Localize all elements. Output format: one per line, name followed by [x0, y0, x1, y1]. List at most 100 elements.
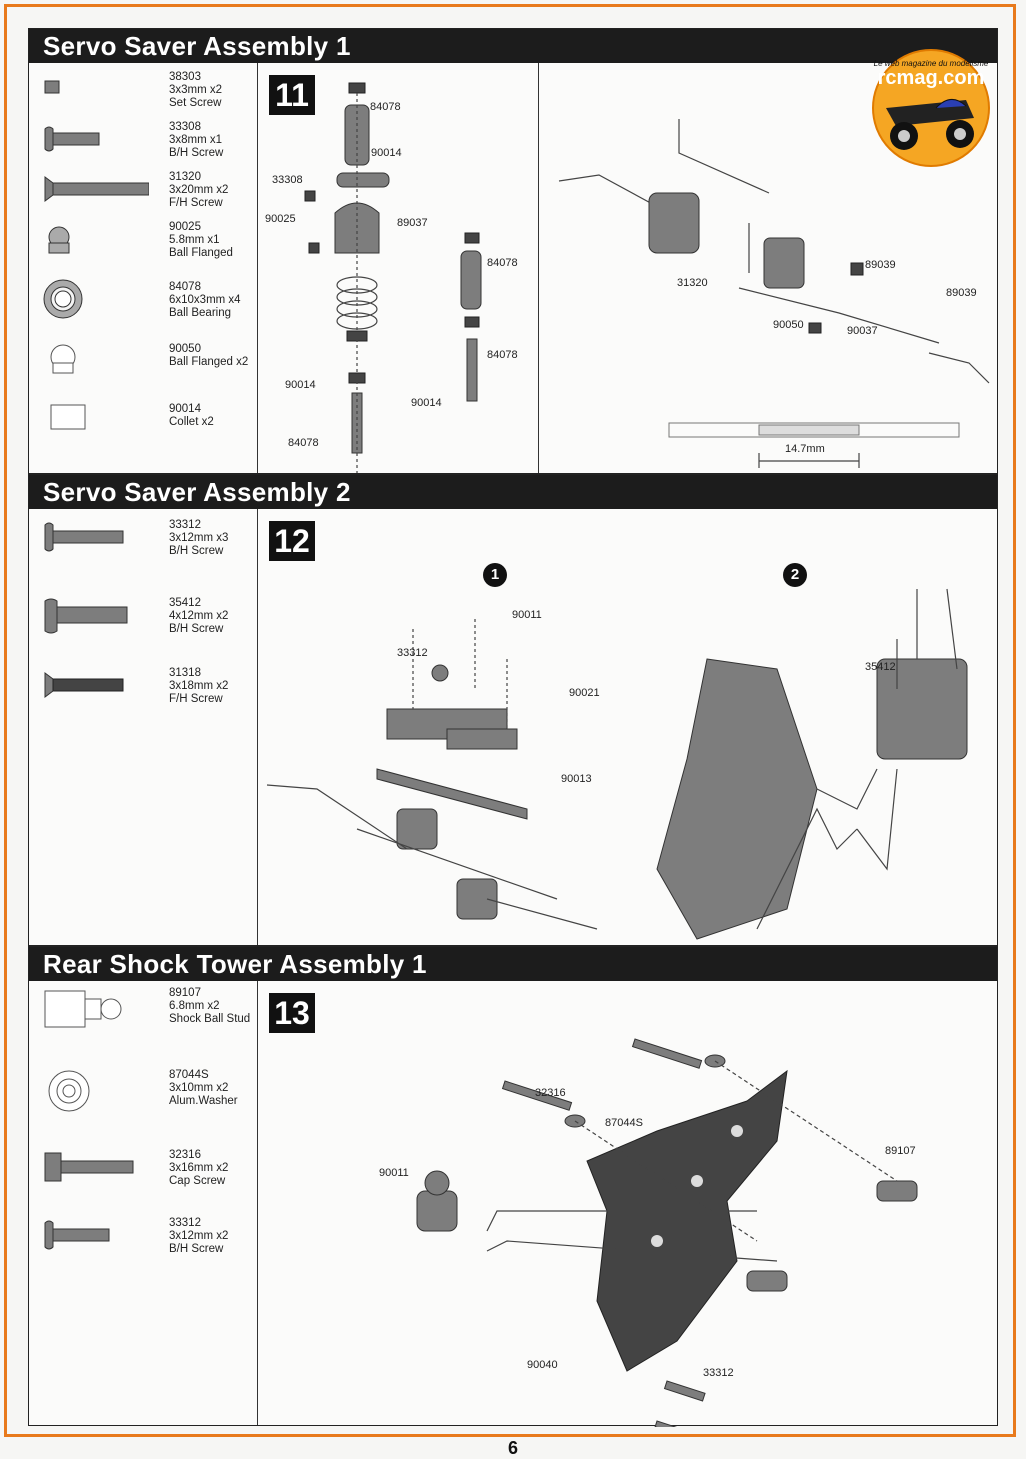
callout: 84078 [370, 101, 401, 113]
part-code: 33312 [169, 1217, 201, 1229]
callout: 33312 [703, 1367, 734, 1379]
cap-screw-icon [44, 1152, 134, 1182]
part-code: 35412 [169, 597, 201, 609]
part-spec: 6.8mm x2 [169, 1000, 220, 1012]
callout: 31320 [677, 277, 708, 289]
part-type: B/H Screw [169, 147, 224, 159]
part-code: 90050 [169, 343, 201, 355]
part-type: Cap Screw [169, 1175, 226, 1187]
callout: 89039 [946, 287, 977, 299]
part-code: 31318 [169, 667, 201, 679]
part-type: Alum.Washer [169, 1095, 238, 1107]
callout: 90014 [371, 147, 402, 159]
part-type: Collet x2 [169, 416, 214, 428]
part-code: 89107 [169, 987, 201, 999]
button-head-screw-icon [44, 1220, 110, 1250]
exploded-diagram-servo-mount [266, 588, 968, 940]
part-code: 38303 [169, 71, 201, 83]
page-frame [4, 4, 1016, 1437]
part-spec: 3x10mm x2 [169, 1082, 229, 1094]
part-type: B/H Screw [169, 545, 224, 557]
exploded-diagram-shock-tower [416, 1038, 918, 1427]
part-code: 33308 [169, 121, 201, 133]
part-type: Ball Flanged [169, 247, 233, 259]
part-type: B/H Screw [169, 1243, 224, 1255]
part-spec: 3x20mm x2 [169, 184, 229, 196]
callout: 87044S [605, 1117, 643, 1129]
part-code: 33312 [169, 519, 201, 531]
part-code: 32316 [169, 1149, 201, 1161]
section-title: Rear Shock Tower Assembly 1 [29, 947, 997, 981]
flat-head-screw-icon [44, 672, 124, 698]
substep-marker: 1 [483, 563, 507, 587]
callout: 90040 [527, 1359, 558, 1371]
part-spec: 3x3mm x2 [169, 84, 223, 96]
callout: 90011 [379, 1167, 409, 1179]
logo-brand: rcmag.com [878, 67, 985, 89]
callout: 90021 [569, 687, 600, 699]
panel-divider [538, 63, 539, 473]
ball-flanged-icon [50, 344, 76, 374]
part-code: 87044S [169, 1069, 209, 1081]
section-title: Servo Saver Assembly 1 [29, 29, 997, 63]
part-code: 90014 [169, 403, 201, 415]
callout: 33312 [397, 647, 428, 659]
section-title: Servo Saver Assembly 2 [29, 475, 997, 509]
ball-bearing-icon [43, 279, 83, 319]
part-type: F/H Screw [169, 693, 223, 705]
rcmag-logo: rcmag.com Le web magazine du modelisme [856, 48, 1006, 168]
callout: 90025 [265, 213, 296, 225]
washer-icon [48, 1070, 90, 1112]
button-head-screw-icon [44, 522, 124, 552]
logo-tagline: Le web magazine du modelisme [874, 59, 989, 68]
part-code: 31320 [169, 171, 201, 183]
exploded-diagram-steering-linkage [558, 119, 990, 468]
callout: 90013 [561, 773, 592, 785]
step-number: 12 [269, 521, 315, 561]
part-spec: 6x10x3mm x4 [169, 294, 241, 306]
part-type: Set Screw [169, 97, 222, 109]
callout: 90014 [285, 379, 316, 391]
part-spec: 3x18mm x2 [169, 680, 229, 692]
shock-ball-stud-icon [44, 990, 122, 1028]
part-spec: 4x12mm x2 [169, 610, 229, 622]
part-type: Ball Bearing [169, 307, 232, 319]
callout: 32316 [535, 1087, 566, 1099]
callout: 89039 [865, 259, 896, 271]
callout: 84078 [487, 349, 518, 361]
part-type: F/H Screw [169, 197, 223, 209]
part-type: Shock Ball Stud [169, 1013, 251, 1025]
substep-marker: 2 [783, 563, 807, 587]
part-code: 84078 [169, 281, 201, 293]
step-number: 11 [269, 75, 315, 115]
button-head-screw-icon [44, 598, 128, 634]
callout: 90014 [411, 397, 442, 409]
callout: 84078 [288, 437, 319, 449]
callout: 84078 [487, 257, 518, 269]
part-type: Ball Flanged x2 [169, 356, 249, 368]
step-number: 13 [269, 993, 315, 1033]
ball-flanged-icon [48, 226, 70, 254]
callout: 33308 [272, 174, 303, 186]
callout: 89037 [397, 217, 428, 229]
